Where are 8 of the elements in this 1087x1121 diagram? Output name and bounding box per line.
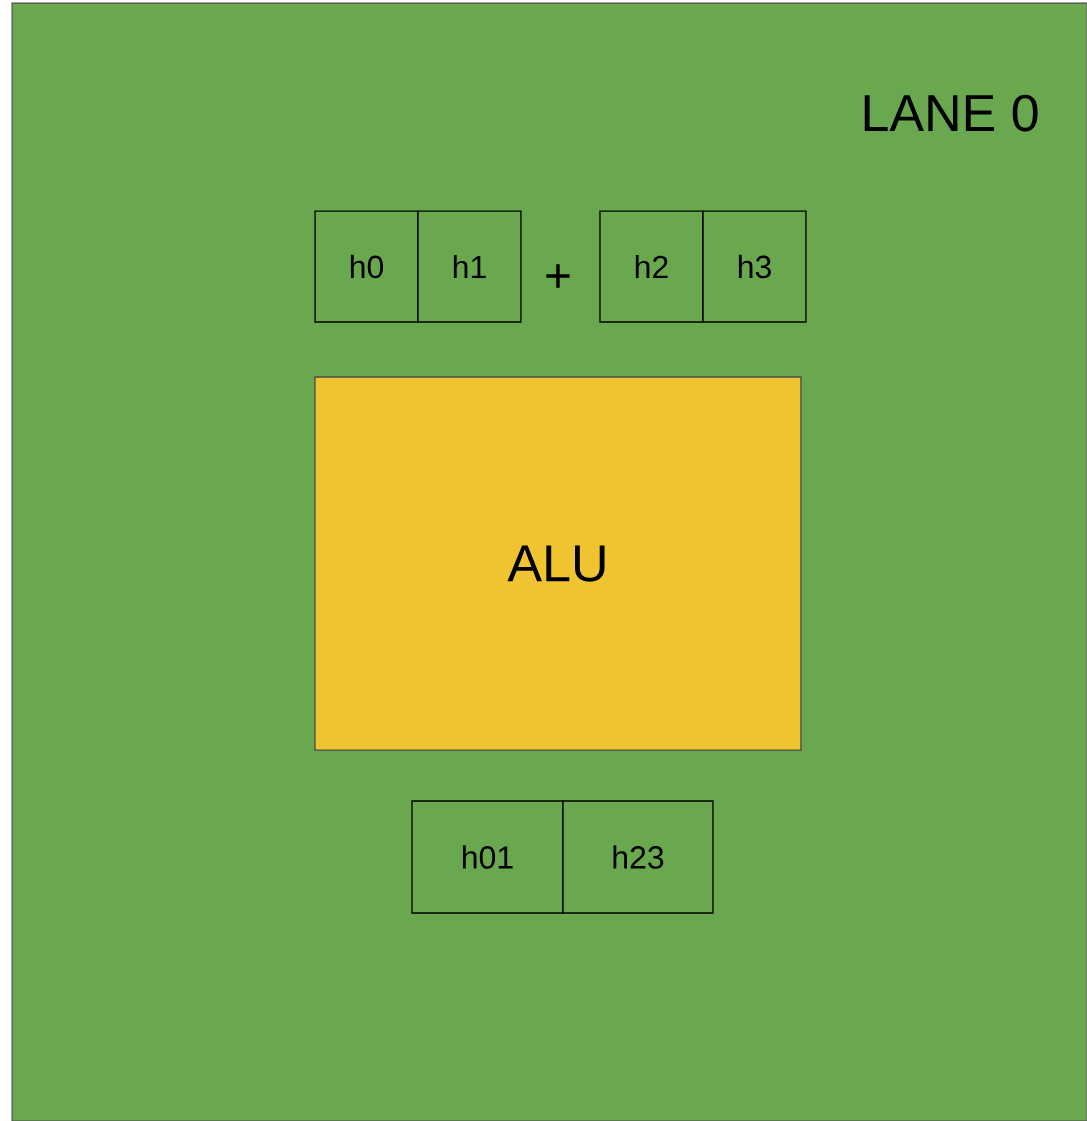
register-cell: h1	[417, 210, 522, 323]
register-cell: h23	[562, 800, 714, 914]
alu-box: ALU	[314, 376, 802, 751]
plus-sign: +	[546, 264, 570, 288]
register-cell: h0	[314, 210, 419, 323]
register-cell: h3	[702, 210, 807, 323]
register-cell: h01	[411, 800, 564, 914]
register-cell: h2	[599, 210, 704, 323]
